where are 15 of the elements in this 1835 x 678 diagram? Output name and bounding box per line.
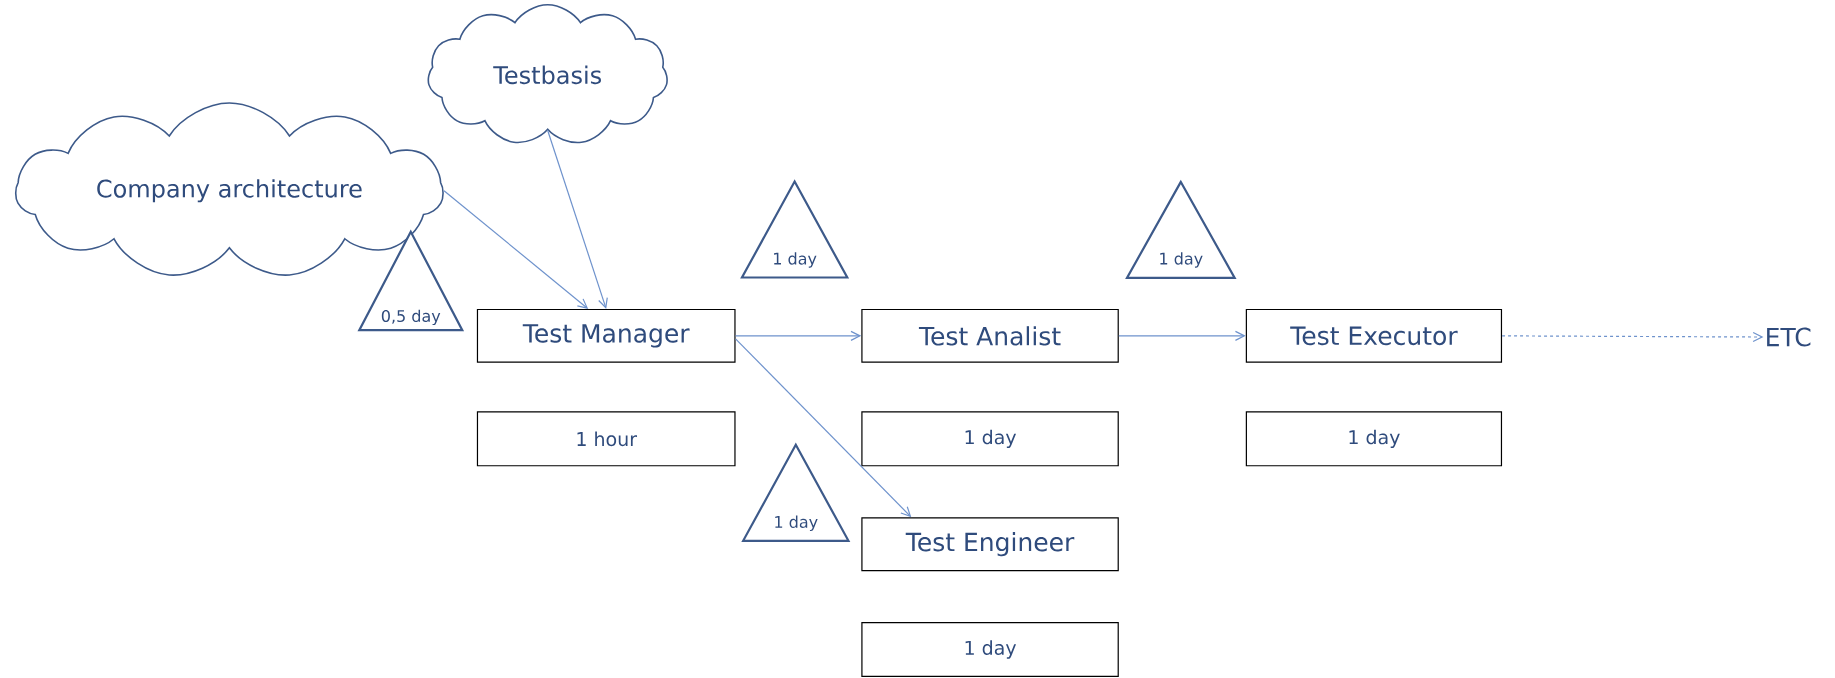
role-box: 1 hour <box>476 411 736 467</box>
arrow <box>734 338 912 518</box>
arrow <box>443 190 589 310</box>
end-label: ETC <box>1767 327 1811 347</box>
role-box: 1 day <box>861 622 1119 678</box>
role-box: Test Engineer <box>861 517 1119 572</box>
role-box: Test Executor <box>1245 309 1503 364</box>
arrow <box>1118 330 1246 342</box>
arrow <box>734 330 862 342</box>
role-box: Test Analist <box>861 309 1119 364</box>
role-box: 1 day <box>1245 411 1503 467</box>
role-box: Test Manager <box>476 309 736 364</box>
arrow <box>1501 332 1764 343</box>
arrow <box>547 130 608 310</box>
role-box: 1 day <box>861 411 1119 467</box>
